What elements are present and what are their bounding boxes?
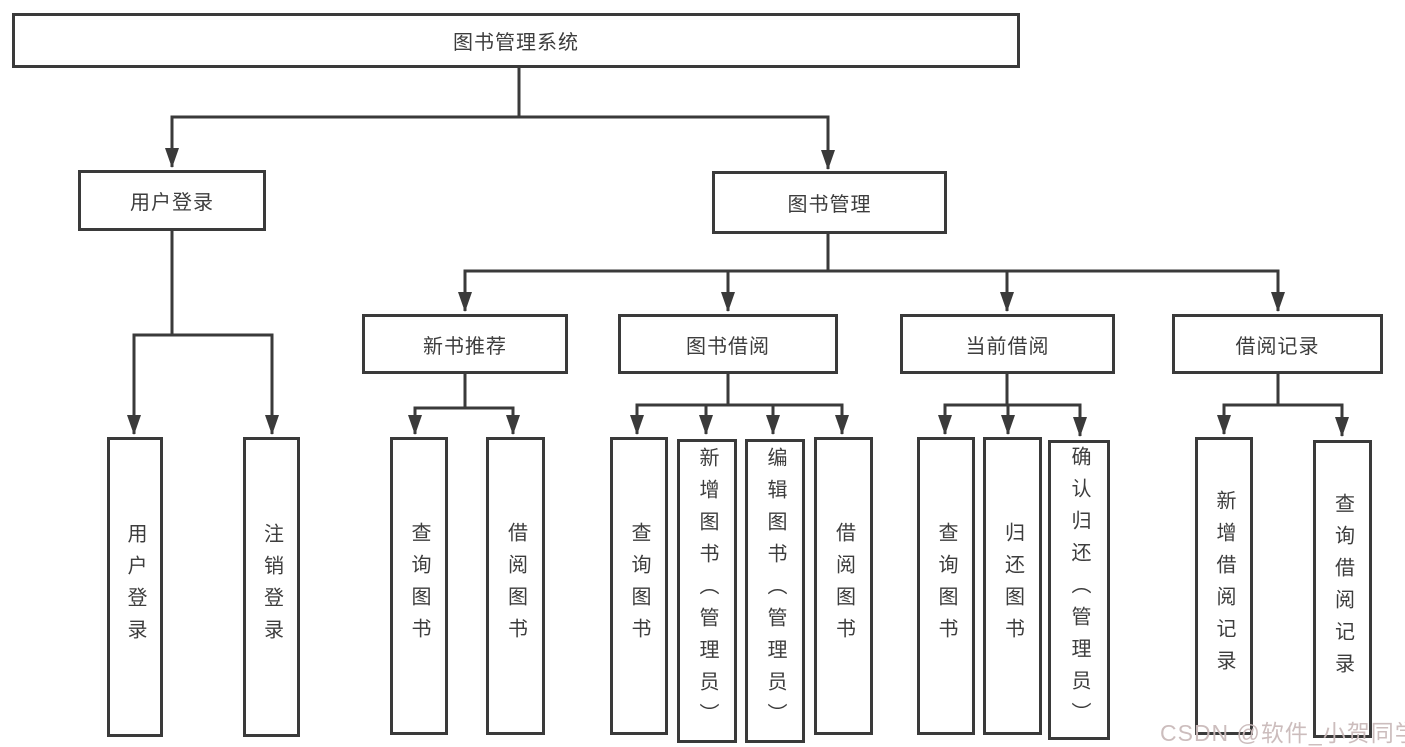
node-book-management: 图书管理 xyxy=(712,171,947,234)
connector-user-login-branch xyxy=(127,231,279,435)
leaf-borrow-books-2-label: 借阅图书 xyxy=(832,522,855,650)
connector-borrowing-record-group xyxy=(1217,374,1349,437)
connector-book-borrowing-group xyxy=(630,374,849,435)
node-root-library-system: 图书管理系统 xyxy=(12,13,1020,68)
connector-book-management-to-level3 xyxy=(458,234,1285,312)
leaf-add-books-admin-label: 新增图书（管理员） xyxy=(696,447,718,735)
node-current-borrowing: 当前借阅 xyxy=(900,314,1115,374)
leaf-query-books-3: 查询图书 xyxy=(917,437,975,735)
leaf-query-books-2-label: 查询图书 xyxy=(628,522,650,650)
leaf-query-borrow-record: 查询借阅记录 xyxy=(1313,440,1372,738)
leaf-add-books-admin: 新增图书（管理员） xyxy=(677,439,737,743)
leaf-add-borrow-record: 新增借阅记录 xyxy=(1195,437,1253,735)
leaf-confirm-return-admin-label: 确认归还（管理员） xyxy=(1068,446,1090,734)
connector-current-borrowing-group xyxy=(938,374,1087,437)
connector-new-book-group xyxy=(408,374,520,435)
node-borrowing-record: 借阅记录 xyxy=(1172,314,1383,374)
leaf-query-borrow-record-label: 查询借阅记录 xyxy=(1331,493,1354,685)
leaf-query-books-3-label: 查询图书 xyxy=(935,522,957,650)
leaf-user-login: 用户登录 xyxy=(107,437,163,737)
node-book-borrowing: 图书借阅 xyxy=(618,314,838,374)
leaf-borrow-books-1-label: 借阅图书 xyxy=(504,522,527,650)
leaf-query-books-2: 查询图书 xyxy=(610,437,668,735)
leaf-borrow-books-1: 借阅图书 xyxy=(486,437,545,735)
leaf-confirm-return-admin: 确认归还（管理员） xyxy=(1048,440,1110,740)
node-user-login: 用户登录 xyxy=(78,170,266,231)
node-new-book-recommendation: 新书推荐 xyxy=(362,314,568,374)
leaf-query-books-1-label: 查询图书 xyxy=(408,522,430,650)
leaf-return-books: 归还图书 xyxy=(983,437,1042,735)
leaf-logout-label: 注销登录 xyxy=(260,523,283,651)
leaf-logout: 注销登录 xyxy=(243,437,300,737)
leaf-return-books-label: 归还图书 xyxy=(1001,522,1024,650)
leaf-user-login-label: 用户登录 xyxy=(124,523,146,651)
leaf-edit-books-admin: 编辑图书（管理员） xyxy=(745,439,805,743)
leaf-query-books-1: 查询图书 xyxy=(390,437,448,735)
csdn-watermark: CSDN @软件_小贺同学 xyxy=(1160,720,1405,746)
leaf-edit-books-admin-label: 编辑图书（管理员） xyxy=(764,447,786,735)
leaf-add-borrow-record-label: 新增借阅记录 xyxy=(1213,490,1235,682)
connector-root-to-level2 xyxy=(165,68,835,170)
leaf-borrow-books-2: 借阅图书 xyxy=(814,437,873,735)
